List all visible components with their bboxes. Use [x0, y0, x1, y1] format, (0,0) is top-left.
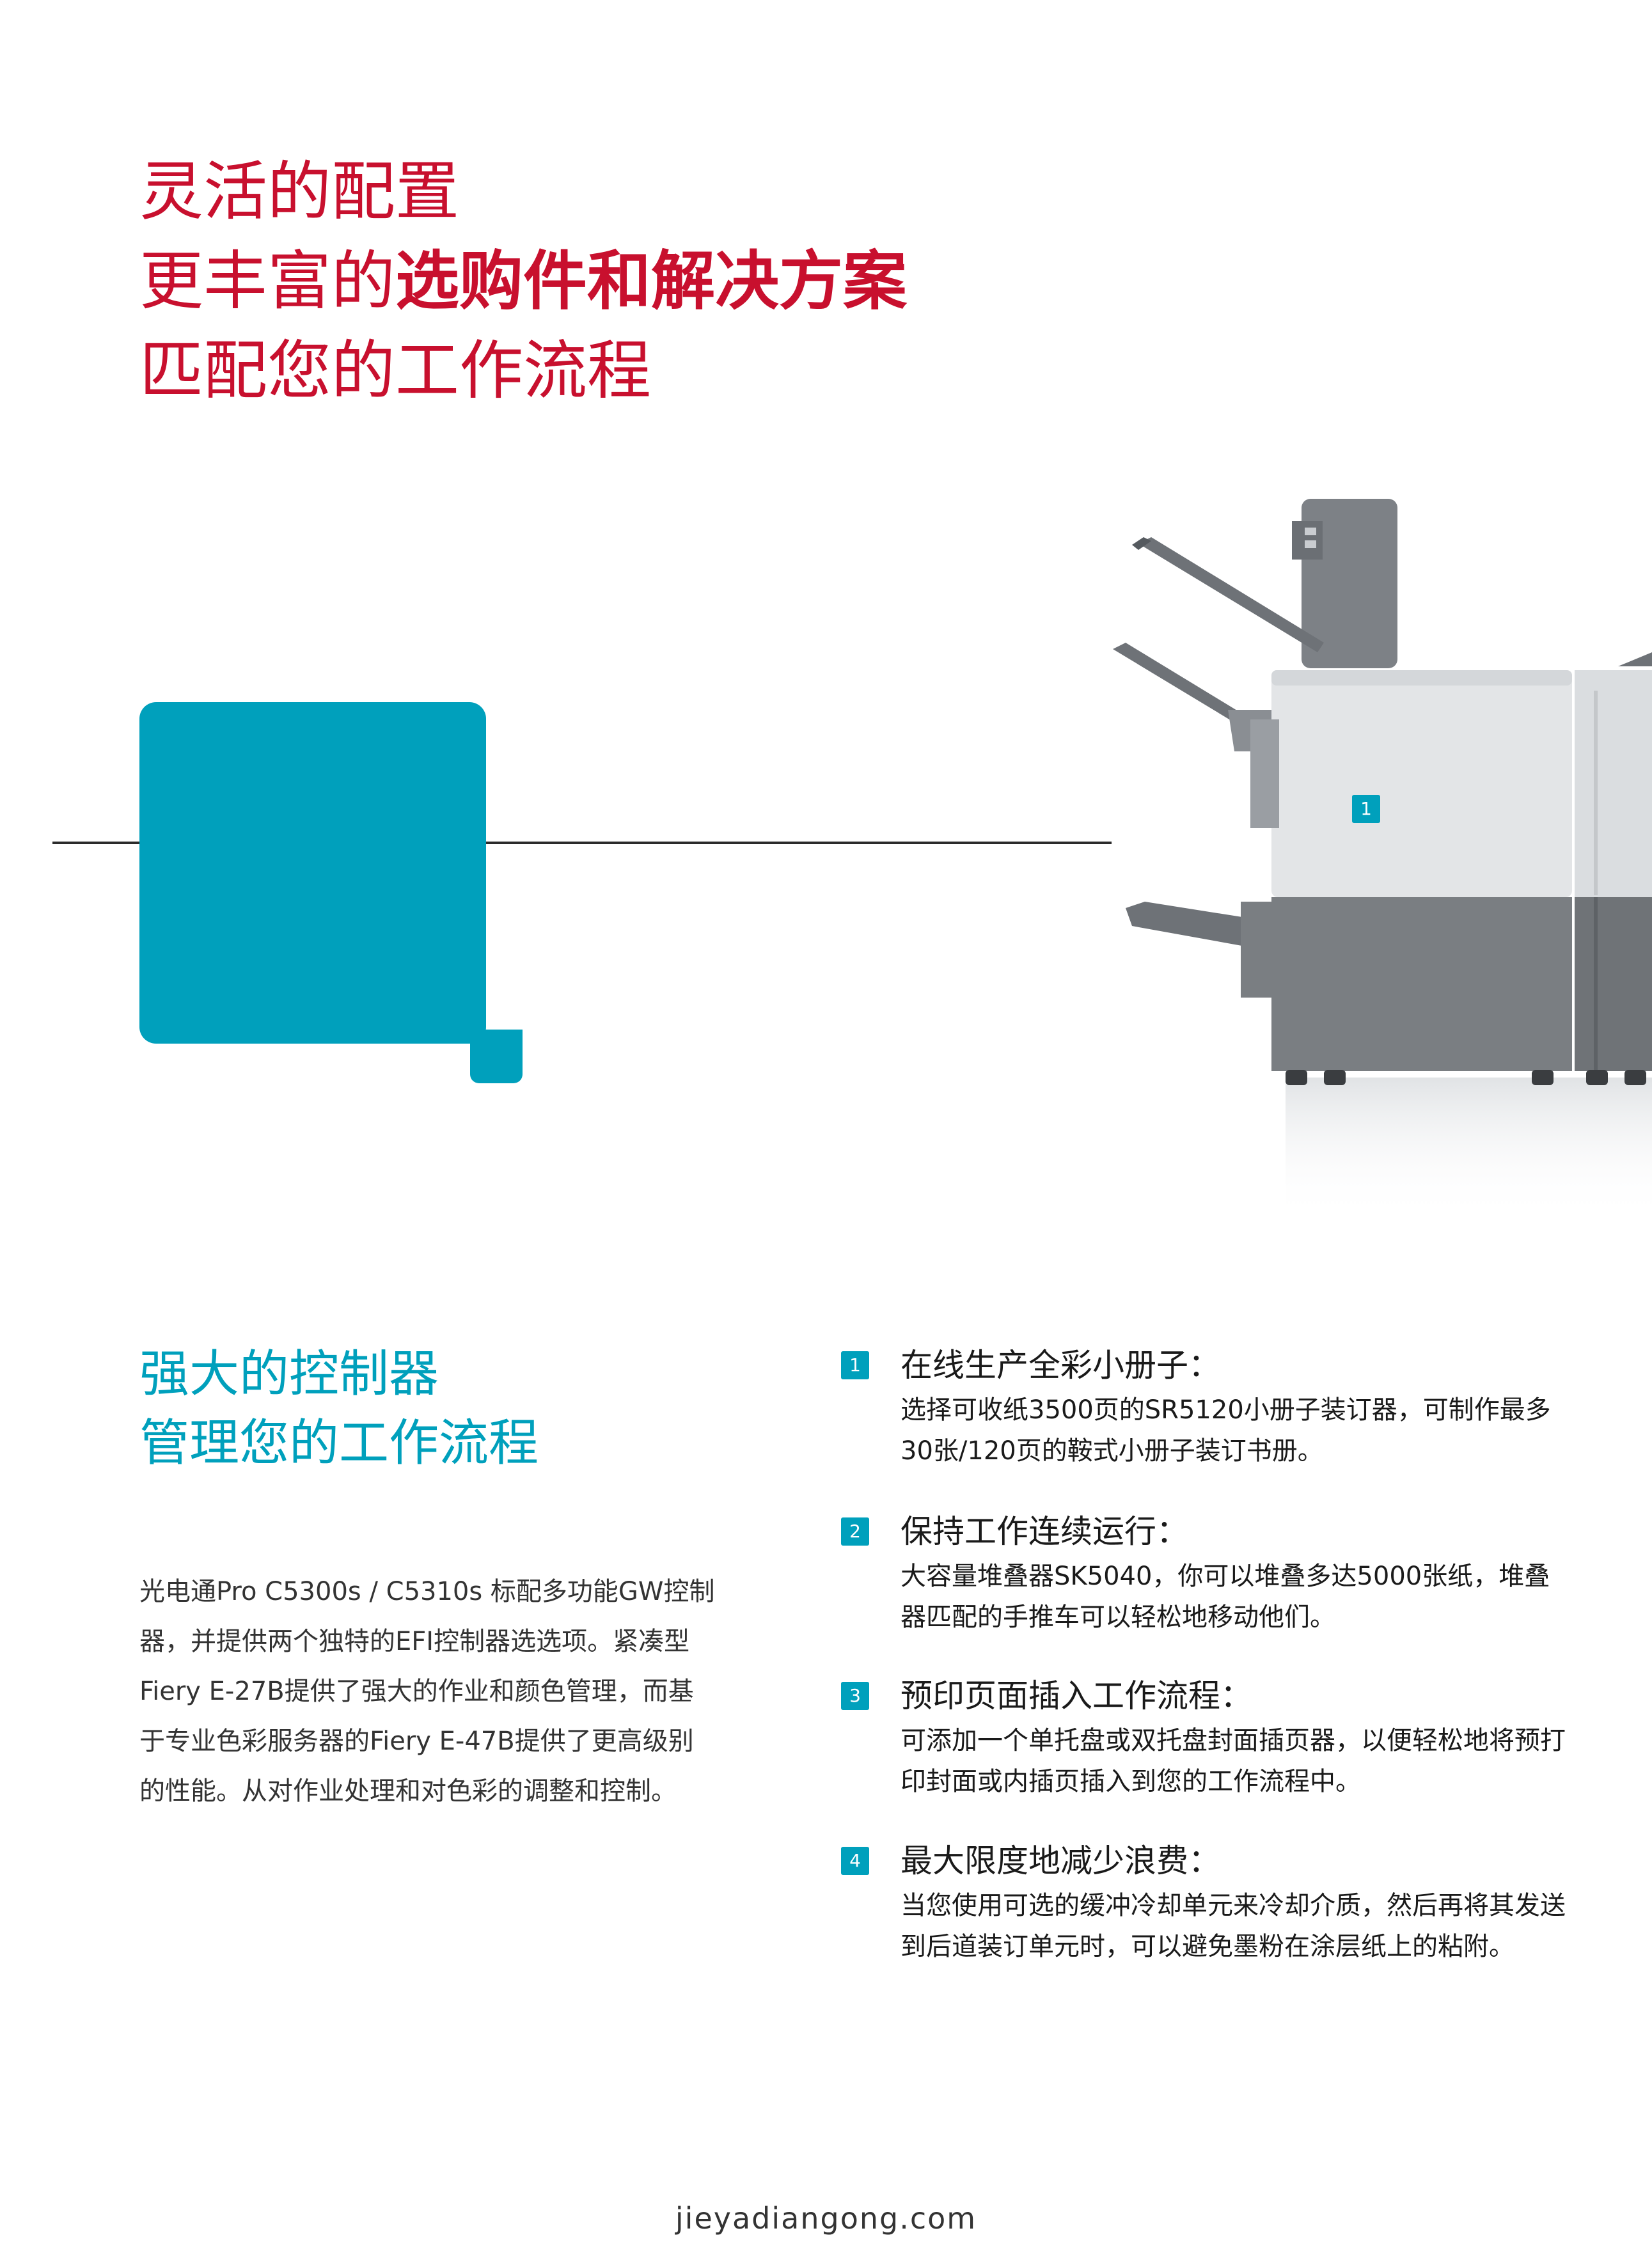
feature-number-badge: 1	[841, 1351, 869, 1379]
horizontal-rule	[52, 842, 1112, 844]
controller-body-text: 光电通Pro C5300s / C5310s 标配多功能GW控制器，并提供两个独…	[139, 1577, 715, 1806]
headline-line-2-regular: 更丰富的	[139, 244, 395, 318]
headline: 灵活的配置 更丰富的选购件和解决方案 匹配您的工作流程	[139, 147, 907, 416]
headline-line-3: 匹配您的工作流程	[139, 333, 651, 408]
controller-title-line-2: 管理您的工作流程	[139, 1415, 539, 1472]
feature-title: 最大限度地减少浪费：	[901, 1842, 1220, 1879]
feature-title: 保持工作连续运行：	[901, 1513, 1188, 1550]
upper-tray-part	[1138, 537, 1324, 652]
teal-tab-graphic	[470, 1030, 523, 1083]
feature-description: 可添加一个单托盘或双托盘封面插页器，以便轻松地将预打印封面或内插页插入到您的工作…	[901, 1726, 1566, 1796]
headline-line-2: 更丰富的选购件和解决方案	[139, 237, 907, 326]
machine-callout-badge: 1	[1352, 795, 1380, 823]
finisher-body-part	[1271, 670, 1572, 897]
footer-website: jieyadiangong.com	[675, 2201, 977, 2236]
feature-description: 大容量堆叠器SK5040，你可以堆叠多达5000张纸，堆叠器匹配的手推车可以轻松…	[901, 1562, 1550, 1632]
feature-title: 预印页面插入工作流程：	[901, 1677, 1252, 1714]
finisher-tower-part	[1302, 499, 1397, 668]
controller-section-title: 强大的控制器 管理您的工作流程	[139, 1340, 539, 1478]
controller-title-line-1: 强大的控制器	[139, 1345, 439, 1403]
teal-square-graphic	[139, 702, 486, 1044]
headline-line-1: 灵活的配置	[139, 154, 459, 229]
feature-number-badge: 4	[841, 1847, 869, 1875]
lower-tray-part	[1126, 902, 1266, 950]
feature-number-badge: 2	[841, 1517, 869, 1546]
feature-description: 选择可收纸3500页的SR5120小册子装订器，可制作最多30张/120页的鞍式…	[901, 1395, 1551, 1466]
feature-title: 在线生产全彩小册子：	[901, 1347, 1220, 1384]
headline-line-2-bold: 选购件和解决方案	[395, 244, 907, 318]
feature-number-badge: 3	[841, 1682, 869, 1710]
feature-description: 当您使用可选的缓冲冷却单元来冷却介质，然后再将其发送到后道装订单元时，可以避免墨…	[901, 1891, 1566, 1961]
printer-finisher-illustration	[1113, 499, 1652, 1218]
